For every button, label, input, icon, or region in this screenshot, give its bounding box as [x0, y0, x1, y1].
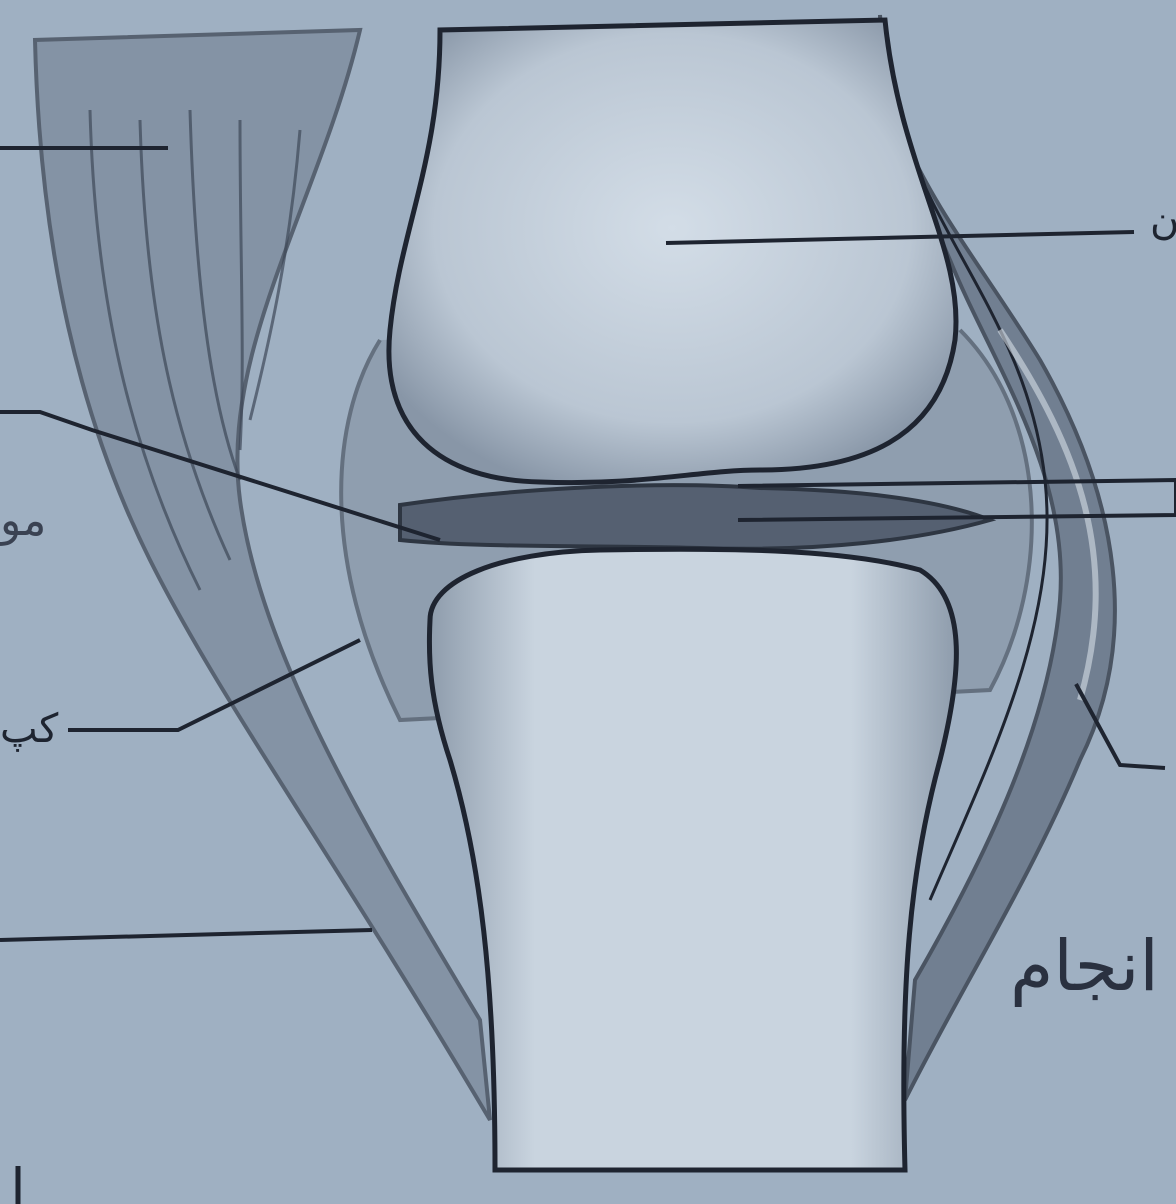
upper-bone: [389, 20, 956, 483]
label-side-left: مو: [0, 495, 46, 546]
handwritten-anjam: انجام: [1010, 925, 1159, 1007]
label-noon: ن: [1150, 198, 1176, 244]
leader-line-bottom-left: [0, 930, 372, 940]
lower-bone: [429, 549, 956, 1170]
label-kap: کپ: [0, 706, 58, 752]
